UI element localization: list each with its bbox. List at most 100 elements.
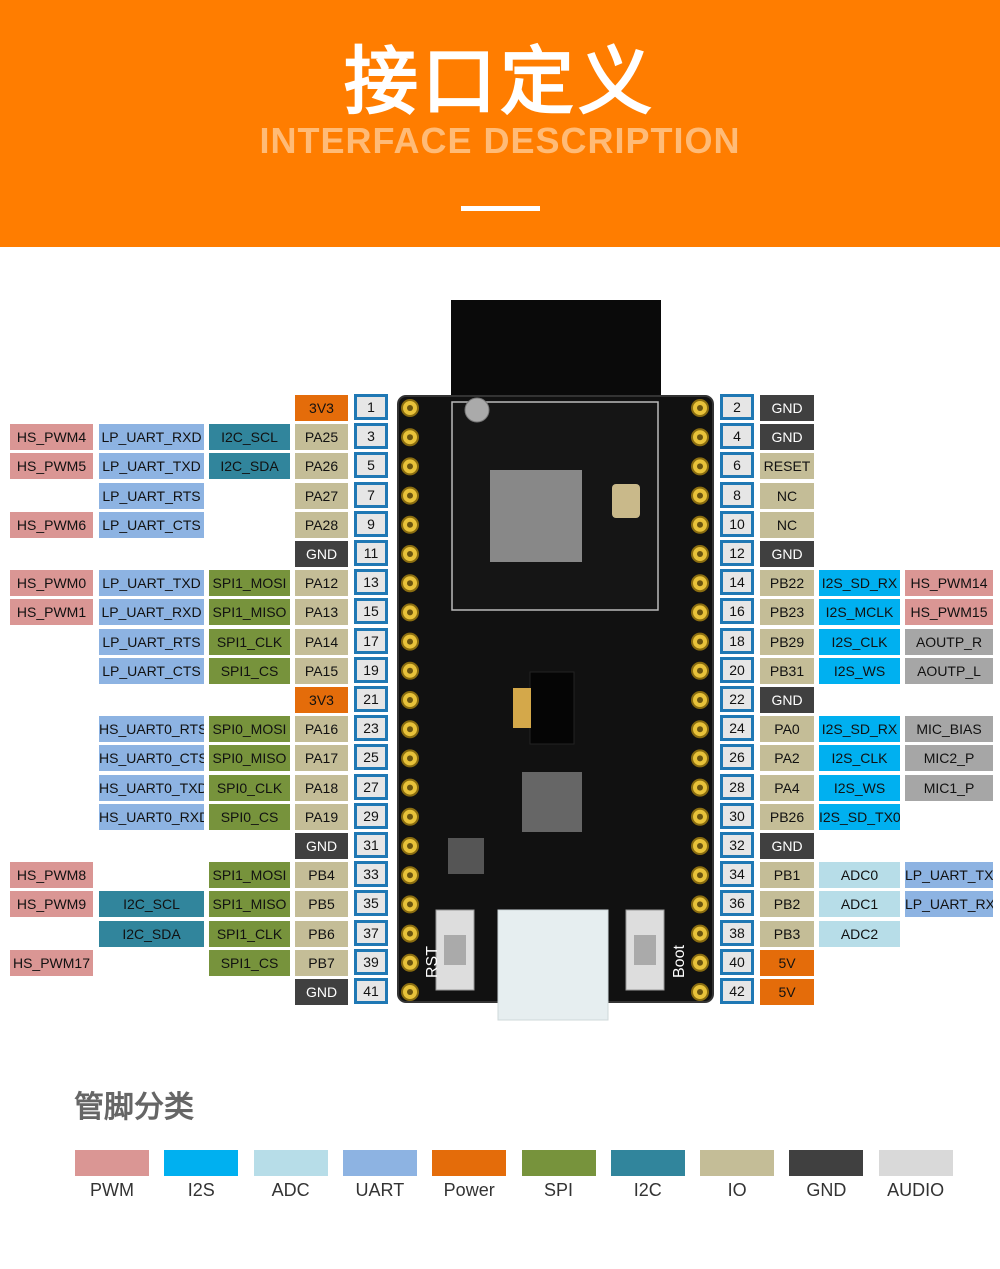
pin-function-audio: MIC_BIAS [905,716,993,743]
antenna-module [451,300,661,400]
boot-label: Boot [671,945,688,978]
pin-number: 9 [354,510,388,537]
pin-name: 5V [760,979,814,1005]
pin-function-spi: SPI0_MISO [209,745,290,772]
pin-name: 3V3 [295,395,348,421]
legend-title: 管脚分类 [74,1090,194,1125]
pin-name: PB23 [760,599,814,626]
pin-name: GND [295,979,348,1005]
pin-function-spi: SPI1_MISO [209,891,290,918]
legend-label: IO [727,1180,747,1200]
pin-function-uart: HS_UART0_RXD [99,803,204,830]
legend-label: AUDIO [887,1180,945,1200]
pin-name: PA16 [295,716,348,743]
pin-number: 38 [720,919,754,946]
pin-name: GND [760,424,814,451]
pin-function-audio: MIC2_P [905,745,993,772]
pin-number: 30 [720,802,754,829]
pin-name: RESET [760,453,814,480]
pin-function-i2c: I2C_SDA [209,453,290,480]
pin-function-uart: LP_UART_RXD [99,424,204,451]
usb-bridge-chip [522,772,582,832]
pin-number: 41 [354,978,388,1004]
pin-number: 21 [354,686,388,712]
pin-number: 23 [354,715,388,742]
pin-name: PA27 [295,482,348,509]
pin-function-spi: SPI1_CS [209,949,290,976]
legend-label: GND [806,1180,847,1200]
pin-number: 16 [720,598,754,625]
pin-name: PA0 [760,716,814,743]
pin-name: PB29 [760,628,814,655]
legend-swatch-i2c [610,1150,685,1176]
pin-name: PB2 [760,891,814,918]
legend-swatch-power [432,1150,507,1176]
legend-swatch-io [700,1150,775,1176]
pin-number: 35 [354,890,388,917]
pin-number: 11 [354,540,388,566]
pin-number: 10 [720,510,754,537]
pin-name: PA4 [760,774,814,801]
pin-name: PB7 [295,949,348,976]
pin-function-i2s: I2S_MCLK [819,599,900,626]
page-title: 接口定义 [344,39,656,125]
wifi-chip [490,470,582,562]
legend-swatch-gnd [789,1150,864,1176]
pin-name: NC [760,482,814,509]
pin-number: 2 [720,394,754,420]
pin-function-uart: HS_UART0_RTS [99,716,204,743]
pin-function-i2s: I2S_CLK [819,628,900,655]
pin-function-uart: HS_UART0_TXD [99,774,204,801]
legend-swatch-audio [878,1150,953,1176]
pin-function-spi: SPI1_MISO [209,599,290,626]
legend-label: I2S [187,1180,215,1200]
pin-number: 42 [720,978,754,1004]
pin-function-pwm: HS_PWM14 [905,570,993,597]
pin-number: 28 [720,773,754,800]
pin-name: PB26 [760,803,814,830]
pin-name: PB6 [295,920,348,947]
pin-function-pwm: HS_PWM5 [10,453,93,480]
pin-function-uart: LP_UART_TXD [99,453,204,480]
pin-function-i2c: I2C_SDA [99,920,204,947]
pin-name: 3V3 [295,687,348,713]
crystal [612,484,640,518]
pin-number: 17 [354,627,388,654]
pin-number: 25 [354,744,388,771]
pin-name: 5V [760,949,814,976]
pin-function-spi: SPI1_MOSI [209,570,290,597]
pin-number: 20 [720,656,754,683]
pin-number: 18 [720,627,754,654]
pin-function-uart: LP_UART_RTS [99,628,204,655]
pin-number: 36 [720,890,754,917]
legend-label: ADC [271,1180,310,1200]
pin-name: PB3 [760,920,814,947]
pin-function-pwm: HS_PWM9 [10,891,93,918]
legend-label: Power [443,1180,495,1200]
rst-label: RST [424,946,441,978]
pin-number: 33 [354,861,388,888]
pin-name: GND [760,541,814,567]
pin-function-i2s: I2S_SD_RX [819,570,900,597]
pin-number: 29 [354,802,388,829]
pin-name: GND [295,833,348,859]
pin-function-uart: LP_UART_RXD [99,599,204,626]
pin-number: 1 [354,394,388,420]
pin-function-uart: LP_UART_TXD [905,862,993,889]
pin-function-audio: AOUTP_L [905,657,993,684]
pin-function-uart: LP_UART_RTS [99,482,204,509]
pin-name: PA28 [295,511,348,538]
pin-function-uart: HS_UART0_CTS [99,745,204,772]
pin-name: PB1 [760,862,814,889]
pin-name: GND [760,395,814,421]
legend-label: UART [355,1180,405,1200]
transistor [448,838,484,874]
pin-number: 7 [354,481,388,508]
pin-name: PA15 [295,657,348,684]
legend-swatch-uart [342,1150,417,1176]
pin-function-audio: AOUTP_R [905,628,993,655]
regulator-tab [513,688,531,728]
usb-c-connector [497,909,609,1021]
pin-number: 32 [720,832,754,858]
pin-function-pwm: HS_PWM6 [10,511,93,538]
